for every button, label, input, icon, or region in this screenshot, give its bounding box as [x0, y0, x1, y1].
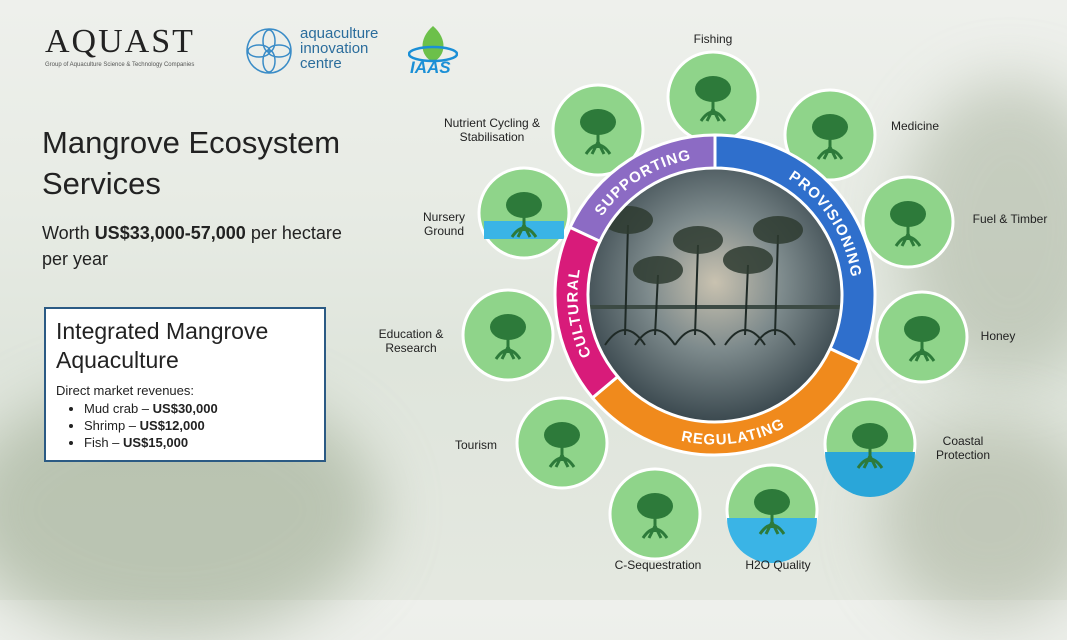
ring-segment-cultural [553, 225, 620, 400]
aic-line: centre [300, 55, 342, 72]
honey-icon [875, 290, 969, 384]
aic-line: innovation [300, 40, 369, 57]
mangrove-tree-silhouette [724, 264, 766, 346]
revenue-list: Mud crab – US$30,000 Shrimp – US$12,000 … [56, 400, 314, 451]
service-label: Coastal Protection [935, 434, 991, 462]
service-label: Tourism [454, 438, 497, 452]
service-label: Honey [980, 329, 1016, 343]
aquast-logo: AQUAST [45, 23, 195, 60]
nutrient-cycle-icon [551, 83, 645, 177]
carbon-sequestration-icon [608, 467, 702, 561]
mangrove-tree-silhouette [754, 234, 796, 346]
water-quality-icon [725, 463, 819, 563]
mangrove-tree-silhouette [604, 224, 646, 346]
service-label: Nutrient Cycling & Stabilisation [443, 116, 541, 144]
worth-text: Worth US$33,000-57,000 per hectare per y… [42, 220, 352, 272]
aic-logo-text: aquaculture innovation centre [300, 26, 378, 71]
worth-value: US$33,000-57,000 [94, 223, 246, 243]
revenue-item: Mud crab – US$30,000 [84, 400, 314, 417]
service-label: Nursery Ground [422, 210, 465, 238]
service-label: Medicine [890, 119, 940, 133]
medicine-icon [783, 88, 877, 182]
service-label: H2O Quality [745, 558, 811, 572]
mangrove-tree-silhouette [634, 274, 676, 346]
aquast-tagline: Group of Aquaculture Science & Technolog… [45, 62, 195, 68]
revenue-value: US$30,000 [152, 401, 218, 416]
tourism-icon [515, 396, 609, 490]
revenue-value: US$15,000 [123, 435, 189, 450]
integrated-aquaculture-box: Integrated Mangrove Aquaculture Direct m… [44, 307, 326, 462]
iaas-logo-text: IAAS [410, 58, 451, 77]
service-label: Fuel & Timber [972, 212, 1048, 226]
box-title: Integrated Mangrove Aquaculture [56, 318, 269, 373]
service-label: Education & Research [378, 327, 444, 355]
nursery-icon [477, 166, 571, 260]
aic-line: aquaculture [300, 25, 379, 42]
service-label: Fishing [693, 32, 733, 46]
revenue-name: Mud crab – [84, 401, 153, 416]
revenue-item: Fish – US$15,000 [84, 434, 314, 451]
revenue-value: US$12,000 [139, 418, 205, 433]
service-label: C-Sequestration [614, 558, 702, 572]
iaas-leaf-icon [408, 26, 458, 63]
fish-icon [666, 50, 760, 144]
aic-logo-icon [246, 28, 292, 74]
microscope-icon [461, 288, 555, 382]
revenue-name: Shrimp – [84, 418, 140, 433]
revenue-name: Fish – [84, 435, 124, 450]
box-subtitle: Direct market revenues: [56, 383, 194, 398]
worth-prefix: Worth [42, 223, 95, 243]
worth-suffix: per hectare per year [42, 223, 342, 269]
coastal-protection-icon [823, 397, 917, 497]
page-title: Mangrove Ecosystem Services [42, 125, 341, 201]
revenue-item: Shrimp – US$12,000 [84, 417, 314, 434]
mangrove-tree-silhouette [674, 244, 716, 346]
fuel-timber-icon [861, 175, 955, 269]
